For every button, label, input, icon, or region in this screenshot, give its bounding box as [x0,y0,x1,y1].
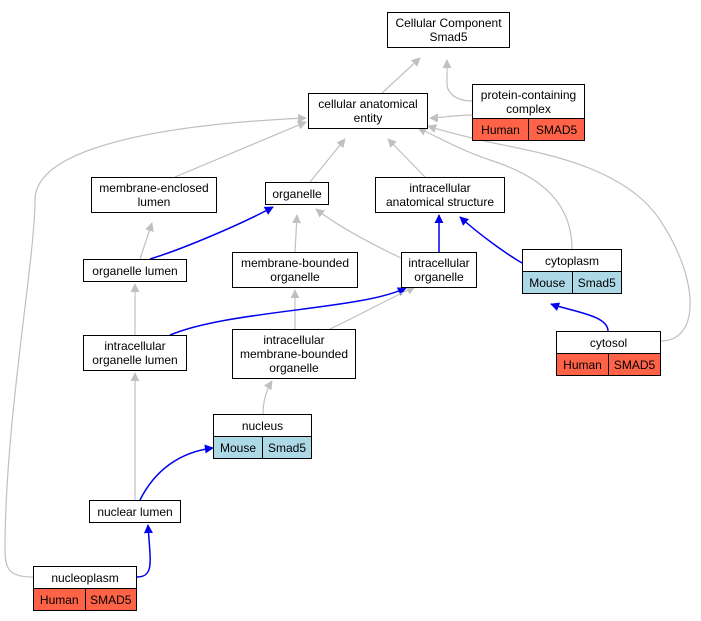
species-mouse-cell: Mouse [523,272,572,293]
node-label: cellular anatomical entity [318,97,418,125]
edge-nucleus-to-imbo [262,380,273,415]
edge-imbo-to-io [329,286,416,330]
node-membrane-bounded-organelle[interactable]: membrane-bounded organelle [232,252,358,288]
edge-cytoplasm-to-cae [417,127,573,250]
gene-cell: SMAD5 [608,354,660,375]
edge-nucleoplasm-to-cae [4,113,307,578]
node-label: organelle lumen [92,263,178,278]
species-human-cell: Human [557,354,608,375]
node-label: cytoplasm [544,253,600,268]
edge-nucleoplasm-to-nuclumen [136,524,153,578]
edge-cytosol-to-cae [427,124,691,342]
species-human-cell: Human [34,589,85,610]
node-label: intracellular organelle [408,256,470,284]
edge-ol-to-mel [139,222,154,260]
node-label: Cellular Component Smad5 [395,16,502,44]
edge-cytosol-to-cytoplasm [550,302,609,332]
node-nucleoplasm[interactable]: nucleoplasm Human SMAD5 [33,566,137,611]
edge-mbo-to-organelle [292,214,302,253]
node-cytoplasm[interactable]: cytoplasm Mouse Smad5 [522,249,622,294]
edge-protcomplex-to-root [442,59,473,102]
node-protein-containing-complex[interactable]: protein-containing complex Human SMAD5 [472,84,585,141]
gene-cell: SMAD5 [84,589,136,610]
node-label: intracellular membrane-bounded organelle [239,333,349,375]
node-label: intracellular anatomical structure [385,181,495,209]
gene-cell: Smad5 [262,437,311,458]
gene-cell: Smad5 [571,272,621,293]
node-label: membrane-bounded organelle [240,256,350,284]
edge-nuclumen-to-nucleus [139,444,214,501]
node-label: membrane-enclosed lumen [99,181,209,209]
edge-iol-to-io [169,287,407,336]
node-label: nucleus [241,418,284,433]
node-nucleus[interactable]: nucleus Mouse Smad5 [213,414,312,459]
edge-mel-to-cae [174,120,307,178]
node-intracellular-organelle[interactable]: intracellular organelle [401,252,477,288]
node-label: nucleoplasm [51,570,119,585]
edge-ol-to-organelle [149,206,274,260]
node-label: organelle [272,186,322,201]
node-label: cytosol [589,335,628,350]
species-mouse-cell: Mouse [214,437,262,458]
node-intracellular-anatomical-structure[interactable]: intracellular anatomical structure [375,177,505,213]
edge-cae-to-root [381,57,421,94]
node-label: protein-containing complex [480,87,577,116]
edge-cytoplasm-to-ias [459,216,523,264]
gene-cell: SMAD5 [528,119,584,140]
node-cytosol[interactable]: cytosol Human SMAD5 [556,331,661,376]
node-intracellular-membrane-bounded-organelle[interactable]: intracellular membrane-bounded organelle [232,329,356,379]
edge-io-to-organelle [315,208,402,259]
edge-ias-to-cae [387,138,426,178]
node-organelle-lumen[interactable]: organelle lumen [83,259,187,282]
node-nuclear-lumen[interactable]: nuclear lumen [89,500,181,523]
node-membrane-enclosed-lumen[interactable]: membrane-enclosed lumen [91,177,217,213]
node-intracellular-organelle-lumen[interactable]: intracellular organelle lumen [83,335,187,371]
node-cellular-anatomical-entity[interactable]: cellular anatomical entity [308,93,428,129]
node-cellular-component[interactable]: Cellular Component Smad5 [387,12,510,48]
species-human-cell: Human [473,119,528,140]
node-organelle[interactable]: organelle [265,182,329,205]
edge-protcomplex-to-cae [429,113,473,123]
edge-organelle-to-cae [309,138,346,183]
node-label: intracellular organelle lumen [92,339,178,367]
node-label: nuclear lumen [97,504,173,519]
